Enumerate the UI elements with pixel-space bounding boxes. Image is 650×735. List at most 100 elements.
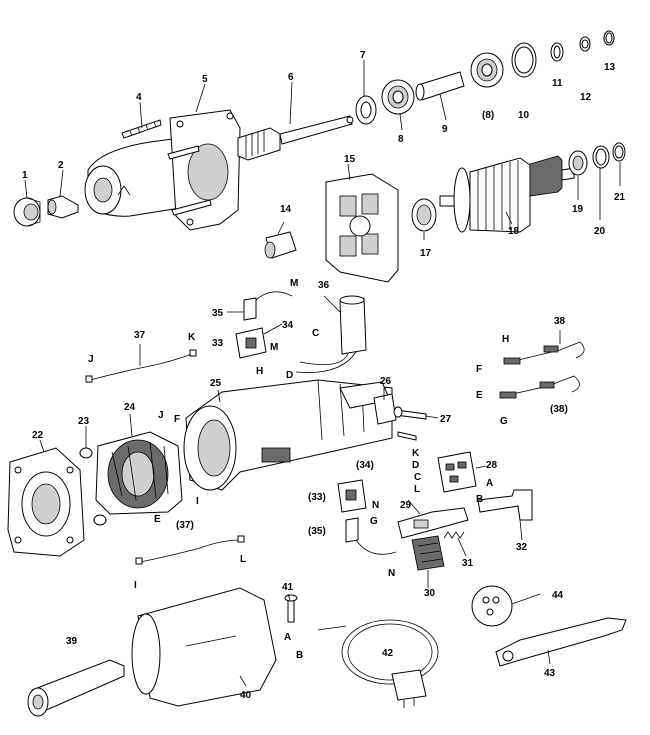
- label-36: 36: [318, 280, 330, 291]
- bushing-part-14: [264, 231, 297, 259]
- sleeve-part-9: [415, 71, 465, 101]
- label-31: 31: [462, 558, 474, 569]
- label-K-4: K: [412, 448, 420, 459]
- label-38-alt: (38): [550, 404, 568, 415]
- trigger-part-30: [411, 535, 445, 571]
- label-A-8: A: [284, 632, 291, 643]
- front-nut-part: [13, 197, 41, 227]
- label-D-1: D: [286, 370, 293, 381]
- label-H-2: H: [502, 334, 509, 345]
- screw-part-upper-left: [167, 145, 200, 160]
- armature-part-18: [439, 155, 575, 233]
- label-N-5: N: [372, 500, 379, 511]
- bearing-part-8b: [470, 52, 504, 88]
- washer-part-7: [355, 95, 377, 125]
- label-10: 10: [518, 110, 530, 121]
- capacitor-part-36: [295, 295, 367, 373]
- gear-housing-part: [84, 109, 241, 231]
- label-F-3: F: [174, 414, 180, 425]
- pin-part-23: [79, 447, 107, 526]
- label-G-2: G: [500, 416, 508, 427]
- label-E-3: E: [154, 514, 161, 525]
- label-39: 39: [66, 636, 78, 647]
- label-29: 29: [400, 500, 412, 511]
- cord-part-42: [317, 619, 439, 708]
- part-labels: 1 2 4 5 6 7 8 9 (8) 10 11 12 13 14 15 17…: [22, 50, 626, 701]
- label-8-alt: (8): [482, 110, 494, 121]
- label-30: 30: [424, 588, 436, 599]
- label-E-2: E: [476, 390, 483, 401]
- bracket-part-26: [373, 393, 397, 425]
- label-I-7: I: [134, 580, 137, 591]
- leader-lines: [24, 60, 621, 687]
- label-J-1: J: [88, 354, 94, 365]
- brush-part-35b: [345, 517, 397, 555]
- label-37-alt: (37): [176, 520, 194, 531]
- screw-part-41: [284, 594, 298, 623]
- brush-holder-part-33b: [337, 479, 367, 513]
- label-C-1: C: [312, 328, 319, 339]
- fan-baffle-part-15: [325, 173, 399, 283]
- label-42: 42: [382, 648, 394, 659]
- label-4: 4: [136, 92, 142, 103]
- ring-part-10: [511, 42, 537, 78]
- label-37: 37: [134, 330, 146, 341]
- label-21: 21: [614, 192, 626, 203]
- label-38: 38: [554, 316, 566, 327]
- label-11: 11: [552, 78, 563, 89]
- label-40: 40: [240, 690, 252, 701]
- label-D-4: D: [412, 460, 419, 471]
- label-8: 8: [398, 134, 404, 145]
- label-25: 25: [210, 378, 222, 389]
- label-J-3: J: [158, 410, 164, 421]
- label-2: 2: [58, 160, 64, 171]
- cap-part-44: [471, 585, 513, 627]
- lead-part-38: [499, 341, 585, 399]
- label-M-1: M: [290, 278, 298, 289]
- ring-part-12: [579, 36, 591, 52]
- label-23: 23: [78, 416, 90, 427]
- label-17: 17: [420, 248, 432, 259]
- label-44: 44: [552, 590, 564, 601]
- ring-part-21: [612, 142, 626, 162]
- label-32: 32: [516, 542, 528, 553]
- label-F-2: F: [476, 364, 482, 375]
- label-K-1: K: [188, 332, 196, 343]
- label-12: 12: [580, 92, 592, 103]
- label-N-6: N: [388, 568, 395, 579]
- label-24: 24: [124, 402, 136, 413]
- label-1: 1: [22, 170, 28, 181]
- label-9: 9: [442, 124, 448, 135]
- handle-part-39: [27, 659, 125, 717]
- label-A-4: A: [486, 478, 493, 489]
- lever-part-32: [477, 489, 533, 521]
- label-43: 43: [544, 668, 556, 679]
- collet-part: [47, 195, 79, 219]
- bearing-part-19: [568, 150, 588, 176]
- label-19: 19: [572, 204, 584, 215]
- label-26: 26: [380, 376, 392, 387]
- screw-part-27: [393, 406, 427, 441]
- label-M-2: M: [270, 342, 278, 353]
- brush-part-35: [243, 291, 293, 321]
- motor-housing-part-25: [183, 379, 393, 491]
- bearing-part-17: [411, 198, 437, 232]
- label-15: 15: [344, 154, 356, 165]
- label-13: 13: [604, 62, 616, 73]
- label-C-4: C: [414, 472, 421, 483]
- label-L-7: L: [240, 554, 246, 565]
- label-34: 34: [282, 320, 294, 331]
- lead-part-37-top: [85, 349, 197, 383]
- label-B-4: B: [476, 494, 483, 505]
- stator-part-24: [95, 431, 183, 515]
- label-G-5: G: [370, 516, 378, 527]
- label-34-alt: (34): [356, 460, 374, 471]
- spindle-part: [237, 115, 354, 161]
- ring-part-11: [550, 42, 564, 62]
- label-14: 14: [280, 204, 292, 215]
- ring-part-20: [592, 145, 610, 169]
- screw-part-lower-left: [171, 199, 212, 216]
- screw-part-4: [121, 119, 162, 139]
- label-33: 33: [212, 338, 224, 349]
